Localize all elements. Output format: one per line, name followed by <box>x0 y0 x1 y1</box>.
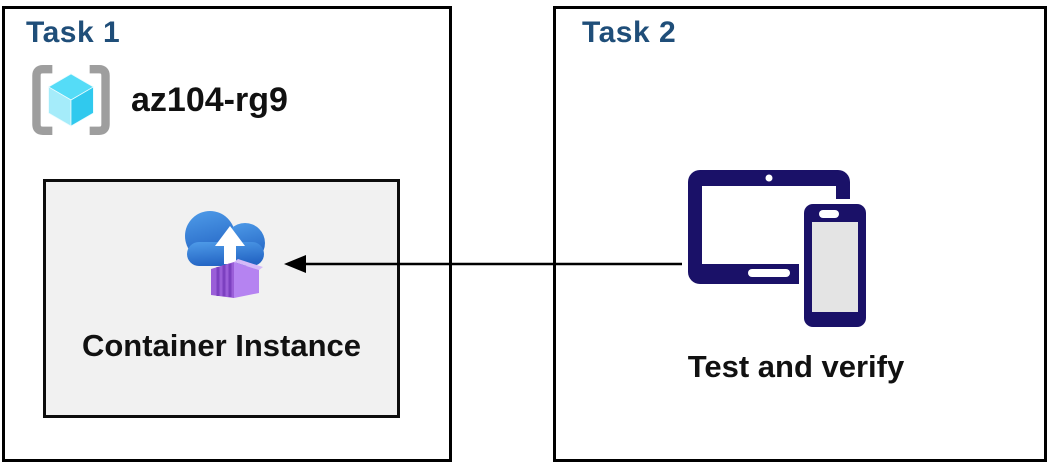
container-box-shape <box>211 259 263 298</box>
left-bracket-shape <box>32 65 53 135</box>
task1-title: Task 1 <box>26 16 121 49</box>
task1-panel: Task 1 az104-rg9 <box>2 6 452 462</box>
container-instance-label: Container Instance <box>81 328 362 363</box>
upload-arrow-shape <box>215 226 245 264</box>
cube-shape <box>47 73 95 127</box>
test-verify-label: Test and verify <box>687 349 905 384</box>
resource-group-icon <box>32 65 110 135</box>
task2-title: Task 2 <box>582 16 677 49</box>
phone-shape <box>799 199 871 332</box>
task2-panel: Task 2 Test and verify <box>553 6 1047 462</box>
right-bracket-shape <box>89 65 110 135</box>
resource-group-row: az104-rg9 <box>29 61 288 139</box>
resource-group-name: az104-rg9 <box>131 80 288 119</box>
container-instance-icon <box>185 211 265 298</box>
container-instance-card: Container Instance <box>43 179 400 418</box>
tablet-phone-icon <box>688 170 871 332</box>
